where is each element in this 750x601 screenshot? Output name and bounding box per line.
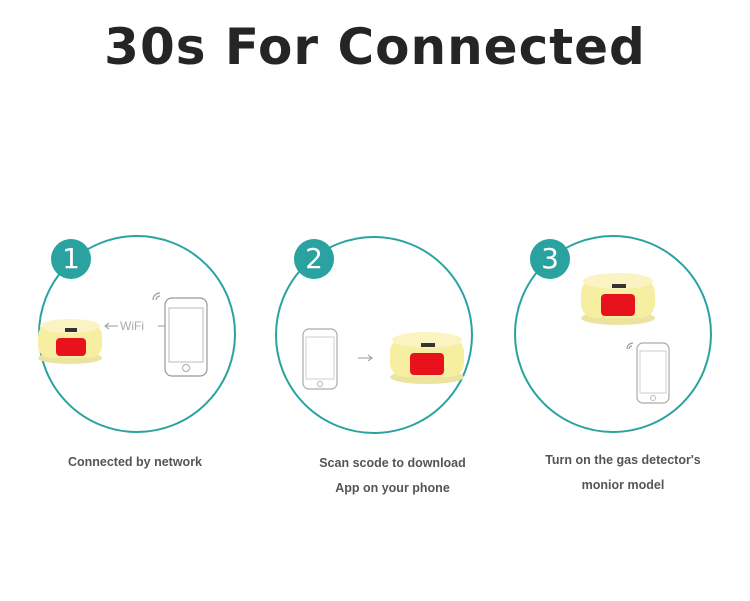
gas-detector-icon <box>581 273 655 325</box>
wifi-signal-icon <box>152 292 161 301</box>
caption-line: Scan scode to download <box>319 456 466 470</box>
step-1-badge: 1 <box>51 239 91 279</box>
step-2-caption: Scan scode to download App on your phone <box>290 451 495 501</box>
gas-detector-icon <box>38 319 102 364</box>
caption-line: Connected by network <box>67 455 203 469</box>
step-2-badge: 2 <box>294 239 334 279</box>
smartphone-icon <box>636 342 670 404</box>
arrow-right-icon <box>358 354 373 362</box>
wifi-signal-icon <box>626 342 634 350</box>
page-title: 30s For Connected <box>104 18 646 76</box>
step-3-badge: 3 <box>530 239 570 279</box>
caption-line: monior model <box>581 478 665 492</box>
caption-line: Turn on the gas detector's <box>545 453 701 467</box>
step-3-caption: Turn on the gas detector's monior model <box>528 448 718 498</box>
step-1-caption: Connected by network <box>40 450 230 475</box>
smartphone-icon <box>164 297 208 377</box>
caption-line: App on your phone <box>335 481 450 495</box>
wifi-label: WiFi <box>120 319 144 333</box>
smartphone-icon <box>302 328 338 390</box>
gas-detector-icon <box>390 332 464 384</box>
